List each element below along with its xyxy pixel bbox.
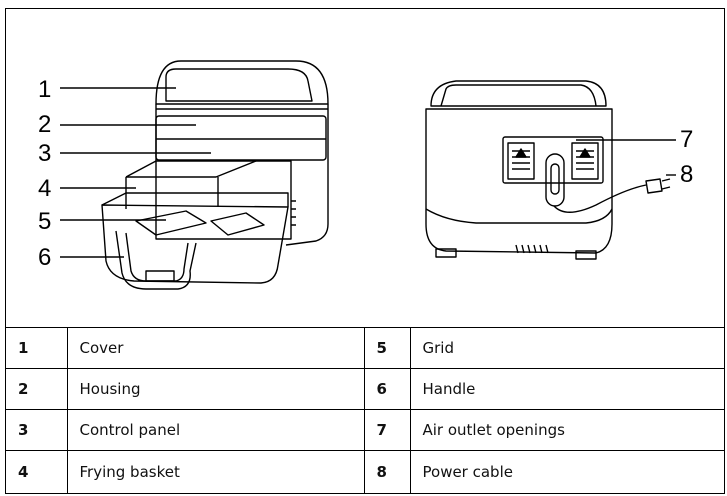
part-label: Power cable [409, 450, 724, 493]
part-number: 3 [6, 409, 67, 451]
part-label: Cover [66, 327, 364, 369]
callout-4: 4 [38, 175, 51, 202]
part-label: Housing [66, 368, 364, 410]
part-number: 8 [363, 450, 410, 493]
left-vent-box [507, 142, 535, 180]
basket-rim [126, 160, 257, 178]
callout-8: 8 [680, 161, 693, 188]
air-fryer-figure: 1 2 3 4 5 6 7 8 [6, 9, 724, 327]
rear-panel [502, 136, 604, 184]
air-fryer-illustration: 1 2 3 4 5 6 7 8 [38, 60, 693, 290]
table-row: 1 Cover 5 Grid [6, 327, 724, 369]
side-vents [291, 200, 296, 226]
bottom-vents [515, 244, 549, 254]
cable-clip-inner [550, 163, 560, 195]
callout-5: 5 [38, 208, 51, 235]
part-number: 4 [6, 450, 67, 493]
table-row: 2 Housing 6 Handle [6, 368, 724, 410]
callout-1: 1 [38, 76, 51, 103]
grid-left [135, 210, 207, 236]
leader-lines [60, 87, 676, 258]
part-number: 1 [6, 327, 67, 369]
basket-left-wall [125, 160, 157, 209]
right-vent-box [571, 142, 599, 180]
table-row: 4 Frying basket 8 Power cable [6, 450, 724, 493]
callout-6: 6 [38, 244, 51, 271]
lid-shape [155, 60, 329, 105]
callout-7: 7 [680, 126, 693, 153]
part-label: Grid [409, 327, 724, 369]
handle-inner [125, 232, 189, 282]
cable-clip [545, 153, 565, 207]
foot-right [575, 250, 597, 260]
part-number: 5 [363, 327, 410, 369]
part-label: Handle [409, 368, 724, 410]
basket-top-edge [101, 192, 289, 207]
power-cable-line [553, 184, 647, 213]
plug-pins [661, 178, 671, 190]
part-label: Frying basket [66, 450, 364, 493]
part-label: Air outlet openings [409, 409, 724, 451]
basket-front [101, 204, 289, 284]
handle-button [145, 270, 175, 282]
document-frame: 1 2 3 4 5 6 7 8 1 Cover 5 Grid 2 Housing… [5, 8, 725, 494]
parts-legend-table: 1 Cover 5 Grid 2 Housing 6 Handle 3 Cont… [6, 327, 724, 493]
front-air-fryer [101, 60, 329, 290]
plug-body [645, 178, 663, 194]
callout-3: 3 [38, 140, 51, 167]
part-number: 6 [363, 368, 410, 410]
back-lid [430, 80, 607, 107]
control-panel-shape [155, 115, 327, 161]
grid-right [210, 212, 265, 236]
part-number: 7 [363, 409, 410, 451]
drawer-back [155, 160, 292, 240]
part-number: 2 [6, 368, 67, 410]
back-air-fryer [425, 80, 671, 260]
back-base-line [425, 208, 613, 224]
part-label: Control panel [66, 409, 364, 451]
vent-arrows [515, 148, 591, 158]
table-row: 3 Control panel 7 Air outlet openings [6, 409, 724, 451]
lid-panel [165, 68, 313, 102]
callout-2: 2 [38, 111, 51, 138]
back-lid-panel [440, 84, 597, 107]
back-body [425, 108, 613, 254]
handle-shape [115, 230, 197, 290]
foot-left [435, 248, 457, 258]
